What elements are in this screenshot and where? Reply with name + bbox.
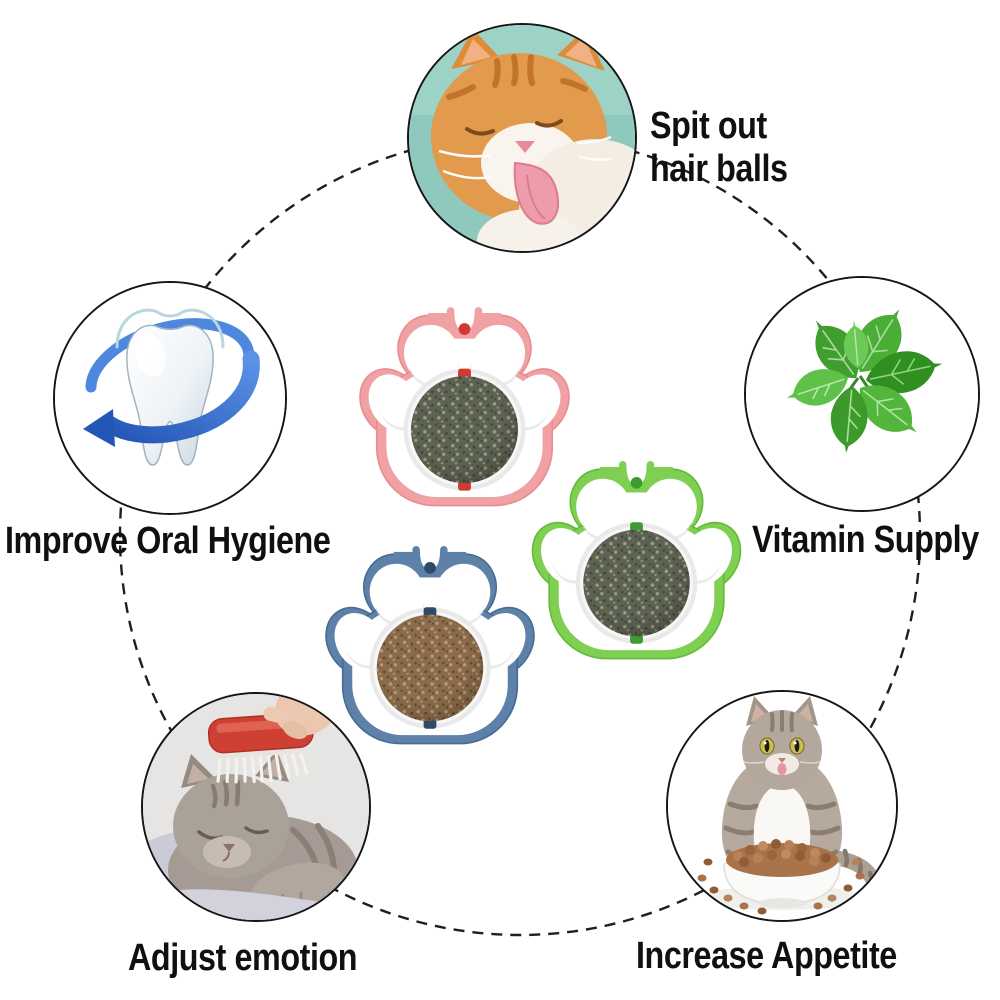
- nose: [515, 141, 535, 153]
- bowl-foot: [758, 898, 806, 908]
- nose: [778, 758, 786, 763]
- closed-eye-left: [465, 127, 495, 136]
- catnip-ball-shade: [411, 376, 518, 484]
- white-paw: [477, 209, 581, 251]
- photo-cat-being-brushed: [141, 692, 371, 922]
- eye-right: [789, 737, 805, 755]
- closed-eye-right: [244, 826, 269, 835]
- label-adjust-emotion: Adjust emotion: [128, 937, 358, 979]
- tooth-shell-outline: [115, 308, 225, 349]
- photo-catnip-leaves: [744, 276, 980, 512]
- whiskers: [438, 135, 612, 180]
- label-improve-oral-hygiene: Improve Oral Hygiene: [5, 520, 331, 562]
- kibble-in-bowl: [726, 839, 838, 877]
- arrow-band-front: [102, 350, 260, 444]
- label-vitamin-supply: Vitamin Supply: [752, 519, 979, 561]
- notch-top-gap: [451, 298, 478, 311]
- catnip-ball-shade: [376, 614, 484, 722]
- thumb: [282, 720, 308, 740]
- tooth-illustration: [55, 283, 285, 513]
- tongue: [513, 161, 559, 225]
- notch-top-gap: [417, 537, 443, 550]
- blanket-front: [143, 889, 369, 920]
- tongue-line: [526, 174, 546, 220]
- cat-licking-illustration: [409, 25, 635, 251]
- photo-tooth-oral-hygiene: [53, 281, 287, 515]
- label-spit-out-hair-balls: Spit out hair balls: [650, 105, 788, 192]
- label-line-2: hair balls: [650, 148, 788, 191]
- catnip-ball-shade: [583, 529, 690, 637]
- brushed-cat-illustration: [143, 694, 369, 920]
- whiskers: [743, 761, 821, 764]
- tooth-highlight: [134, 333, 166, 377]
- bristles: [216, 749, 309, 784]
- photo-cat-food-bowl: [666, 690, 898, 922]
- mount-clip: [458, 323, 471, 335]
- nose: [223, 844, 235, 852]
- catnip-paw-ball-pink: [359, 298, 570, 507]
- mount-clip: [424, 562, 436, 574]
- catnip-paw-ball-green: [531, 452, 742, 660]
- mount-clip: [630, 477, 643, 489]
- label-line-1: Spit out: [650, 105, 767, 147]
- leaves: [787, 309, 943, 453]
- notch-top-gap: [623, 452, 650, 465]
- arrow-band-back: [85, 318, 255, 393]
- closed-eye-right: [535, 119, 563, 128]
- scattered-kibble: [697, 858, 865, 915]
- tongue: [777, 763, 787, 775]
- appetite-cat-illustration: [668, 692, 896, 920]
- photo-cat-licking-fur: [407, 23, 637, 253]
- catnip-paw-ball-blue: [325, 537, 535, 745]
- arrow-head: [83, 409, 115, 447]
- eye-left: [759, 737, 775, 755]
- label-increase-appetite: Increase Appetite: [636, 935, 897, 977]
- cat-head: [742, 696, 822, 790]
- mouth: [222, 851, 230, 862]
- mint-leaves-illustration: [746, 278, 978, 510]
- muzzle: [203, 836, 251, 868]
